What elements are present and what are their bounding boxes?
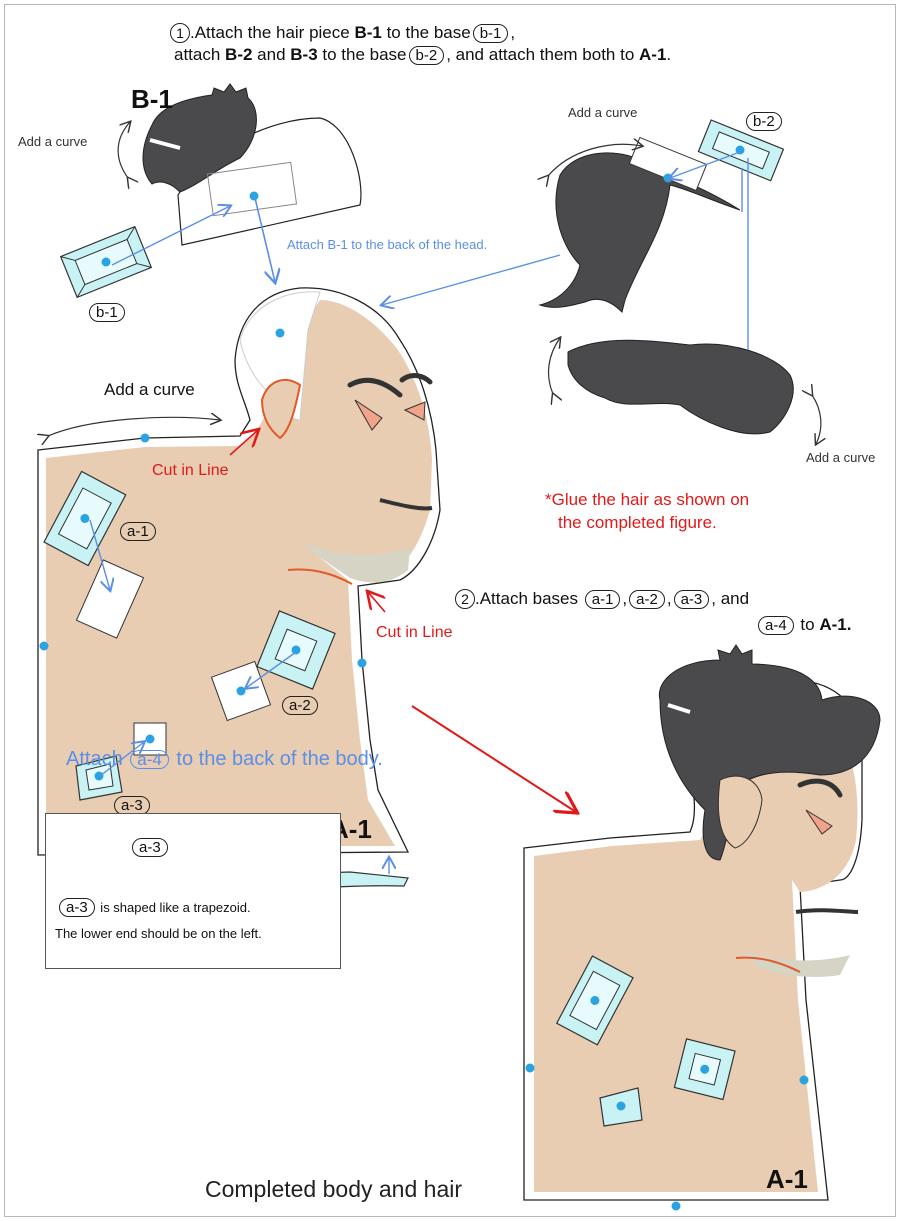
a3-shape-note: a-3 a-3 is shaped like a trapezoid. The … bbox=[45, 813, 341, 969]
add-curve-label-4: Add a curve bbox=[104, 380, 195, 400]
step1-b2: B-2 bbox=[225, 45, 252, 64]
note-line1-text: is shaped like a trapezoid. bbox=[97, 900, 251, 915]
completed-figure bbox=[524, 645, 880, 1211]
arrow-to-completed bbox=[412, 706, 576, 812]
step1-line2-end: . bbox=[666, 45, 671, 64]
b3-hair-piece bbox=[568, 340, 793, 434]
step1-line2-post: , and attach them both to bbox=[446, 45, 639, 64]
step-number-1: 1 bbox=[170, 23, 190, 43]
step1-line2-text: attach bbox=[174, 45, 225, 64]
curve-arrow-b3-left bbox=[549, 338, 560, 394]
curve-arrow-b3-right bbox=[812, 395, 821, 444]
a1-base-label: a-1 bbox=[120, 522, 156, 541]
step2-to: to bbox=[796, 615, 820, 634]
step1-b3: B-3 bbox=[290, 45, 317, 64]
note-a3-label: a-3 bbox=[132, 838, 168, 857]
add-curve-label-2: Add a curve bbox=[568, 105, 637, 120]
completed-caption: Completed body and hair bbox=[205, 1176, 462, 1203]
step1-base-b1: b-1 bbox=[473, 24, 509, 43]
attach-a4-post: to the back of the body. bbox=[171, 748, 383, 770]
curve-arrow-a1 bbox=[48, 417, 220, 436]
glue-note-line1: *Glue the hair as shown on bbox=[545, 488, 749, 511]
attach-a4-base: a-4 bbox=[130, 750, 169, 769]
note-a3-inline: a-3 bbox=[59, 898, 95, 917]
cut-line-label-neck: Cut in Line bbox=[376, 624, 453, 642]
attach-b1-note: Attach B-1 to the back of the head. bbox=[287, 237, 487, 252]
step1-text-post: , bbox=[510, 23, 515, 42]
step1-text-mid: to the base bbox=[382, 23, 471, 42]
step1-line2-and: and bbox=[252, 45, 290, 64]
step1-a1: A-1 bbox=[639, 45, 666, 64]
attach-a4-note: Attach a-4 to the back of the body. bbox=[66, 748, 383, 771]
b1-base-gem bbox=[61, 227, 152, 298]
step2-base-a1: a-1 bbox=[585, 590, 621, 609]
add-curve-label-1: Add a curve bbox=[18, 134, 87, 149]
glue-note-line2: the completed figure. bbox=[558, 511, 717, 534]
cut-line-arrow-neck bbox=[368, 592, 385, 612]
attach-a4-pre: Attach bbox=[66, 748, 128, 770]
cut-line-label-ear: Cut in Line bbox=[152, 462, 229, 480]
step2-base-a3: a-3 bbox=[674, 590, 710, 609]
b1-base-label: b-1 bbox=[89, 303, 125, 322]
step2-line2: a-4 to A-1. bbox=[756, 612, 851, 638]
step2-base-a4: a-4 bbox=[758, 616, 794, 635]
b1-hair-piece bbox=[143, 84, 361, 245]
arrow-b2-to-head bbox=[382, 255, 560, 305]
b2-base-label: b-2 bbox=[746, 112, 782, 131]
step1-text: .Attach the hair piece bbox=[190, 23, 354, 42]
step2-instructions: 2.Attach bases a-1,a-2,a-3, and bbox=[455, 586, 749, 612]
a2-base-label: a-2 bbox=[282, 696, 318, 715]
note-line2-text: The lower end should be on the left. bbox=[55, 926, 262, 941]
step2-a1: A-1. bbox=[819, 615, 851, 634]
step2-base-a2: a-2 bbox=[629, 590, 665, 609]
step-number-2: 2 bbox=[455, 589, 475, 609]
add-curve-label-3: Add a curve bbox=[806, 450, 875, 465]
step1-base-b2: b-2 bbox=[409, 46, 445, 65]
step2-and: , and bbox=[711, 589, 749, 608]
step2-text: .Attach bases bbox=[475, 589, 583, 608]
a1-completed-label: A-1 bbox=[766, 1164, 808, 1195]
b1-title: B-1 bbox=[131, 84, 173, 115]
curve-arrow-b1 bbox=[118, 122, 130, 178]
step1-line2-mid: to the base bbox=[318, 45, 407, 64]
step1-b1: B-1 bbox=[354, 23, 381, 42]
